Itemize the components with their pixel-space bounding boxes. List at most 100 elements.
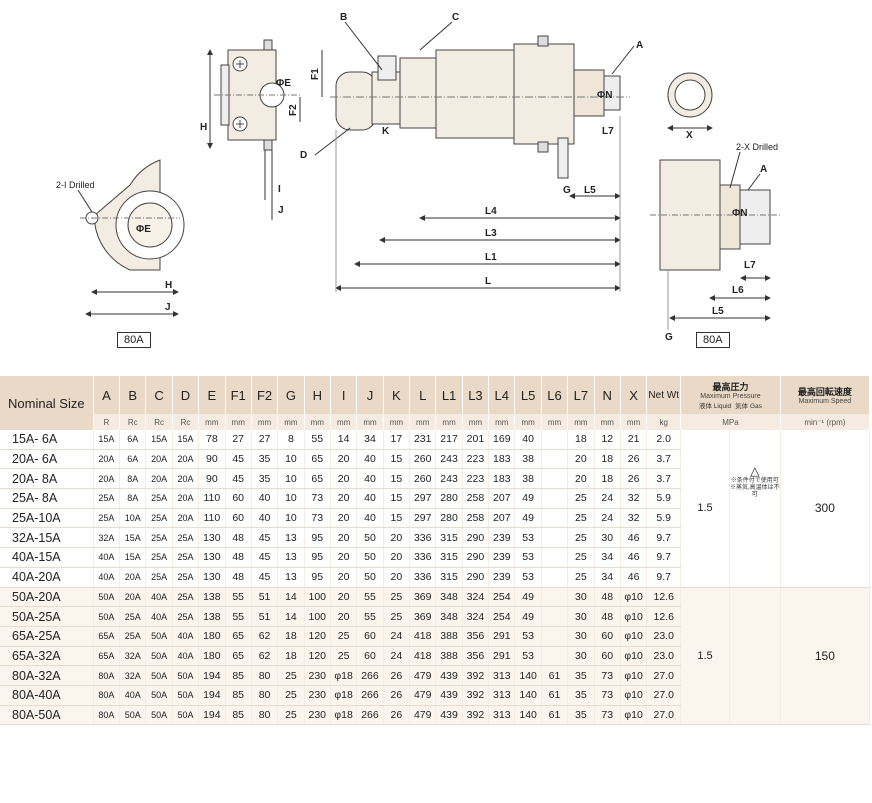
cell-x: 26 — [620, 468, 648, 490]
cell-n: 18 — [594, 449, 621, 470]
pressure-en: Maximum Pressure — [700, 393, 761, 400]
cell-l7: 35 — [567, 705, 595, 726]
label-e-flange: ΦE — [136, 224, 151, 235]
cell-f1: 65 — [225, 646, 252, 667]
unit-col-l4: mm — [488, 414, 516, 430]
cell-f2: 45 — [251, 547, 279, 568]
size-label-right: 80A — [696, 332, 730, 348]
cell-l7: 20 — [567, 468, 595, 490]
unit-col-e: mm — [198, 414, 226, 430]
cell-l4: 183 — [488, 449, 516, 470]
cell-f2: 40 — [251, 508, 279, 529]
cell-j: 50 — [356, 567, 384, 588]
header-col-k: K — [383, 376, 411, 414]
cell-c: 50A — [145, 685, 173, 706]
cell-e: 78 — [198, 430, 226, 450]
cell-d: 40A — [172, 626, 200, 647]
cell-k: 24 — [383, 626, 411, 647]
cell-x: φ10 — [620, 587, 648, 608]
cell-l5: 49 — [514, 488, 542, 509]
cell-c: 25A — [145, 488, 173, 509]
unit-col-k: mm — [383, 414, 411, 430]
cell-d: 50A — [172, 665, 200, 686]
cell-n: 48 — [594, 587, 621, 608]
cell-net-wt: 9.7 — [646, 547, 682, 568]
cell-l3: 356 — [462, 626, 490, 647]
cell-k: 15 — [383, 468, 411, 490]
cell-l6 — [541, 508, 569, 529]
header-col-b: B — [119, 376, 147, 414]
cell-f1: 45 — [225, 449, 252, 470]
cell-x: φ10 — [620, 626, 648, 647]
cell-l6 — [541, 527, 569, 549]
cell-x: φ10 — [620, 665, 648, 686]
unit-col-l6: mm — [541, 414, 569, 430]
main-front-view: ΦN B C A D K F1 F2 L7 G L5 L4 L3 L1 L — [288, 12, 643, 292]
cell-l3: 223 — [462, 468, 490, 490]
cell-l4: 313 — [488, 705, 516, 726]
cell-e: 90 — [198, 468, 226, 490]
cell-l1: 280 — [435, 488, 463, 509]
cell-l1: 315 — [435, 527, 463, 549]
cell-l6 — [541, 646, 569, 667]
cell-nominal-size: 65A-32A — [0, 646, 94, 667]
cell-l1: 217 — [435, 430, 463, 450]
cell-f2: 35 — [251, 468, 279, 490]
cell-d: 40A — [172, 646, 200, 667]
cell-c: 50A — [145, 646, 173, 667]
cell-g: 10 — [277, 468, 305, 490]
header-col-d: D — [172, 376, 200, 414]
cell-d: 20A — [172, 488, 200, 509]
cell-d: 20A — [172, 449, 200, 470]
cell-l1: 439 — [435, 685, 463, 706]
cell-b: 8A — [119, 468, 147, 490]
cell-l: 297 — [409, 488, 437, 509]
label-l5-main: L5 — [584, 185, 596, 196]
cell-l4: 291 — [488, 646, 516, 667]
cell-l4: 183 — [488, 468, 516, 490]
cell-f1: 85 — [225, 705, 252, 726]
cell-l6 — [541, 606, 569, 627]
header-col-l4: L4 — [488, 376, 516, 414]
cell-d: 25A — [172, 547, 200, 568]
cell-net-wt: 12.6 — [646, 606, 682, 627]
cell-l7: 25 — [567, 488, 595, 509]
cell-l5: 53 — [514, 626, 542, 647]
gas-note: ※条件付で使用可 ※蒸気,高温体は不可 — [729, 478, 780, 498]
cell-nominal-size: 50A-25A — [0, 606, 94, 627]
cell-l4: 207 — [488, 488, 516, 509]
cell-l6: 61 — [541, 705, 569, 726]
cell-n: 48 — [594, 606, 621, 627]
cell-l: 260 — [409, 468, 437, 490]
cell-g: 25 — [277, 685, 305, 706]
cell-nominal-size: 20A- 6A — [0, 449, 94, 470]
unit-col-c: Rc — [145, 414, 173, 430]
cell-e: 180 — [198, 646, 226, 667]
cell-l: 336 — [409, 527, 437, 549]
cell-e: 194 — [198, 705, 226, 726]
cell-nominal-size: 65A-25A — [0, 626, 94, 647]
cell-nominal-size: 15A- 6A — [0, 430, 94, 450]
label-g-main: G — [563, 185, 571, 196]
cell-l3: 290 — [462, 567, 490, 588]
cell-a: 80A — [93, 685, 121, 706]
cell-f2: 80 — [251, 685, 279, 706]
cell-l1: 315 — [435, 547, 463, 568]
cell-e: 130 — [198, 547, 226, 568]
cell-x: φ10 — [620, 685, 648, 706]
cell-l7: 25 — [567, 547, 595, 568]
cell-n: 34 — [594, 567, 621, 588]
cell-a: 50A — [93, 606, 121, 627]
cell-b: 6A — [119, 449, 147, 470]
label-2x-drilled: 2-X Drilled — [736, 142, 778, 152]
cell-nominal-size: 32A-15A — [0, 527, 94, 549]
cell-f1: 55 — [225, 606, 252, 627]
cell-c: 40A — [145, 587, 173, 608]
cell-n: 18 — [594, 468, 621, 490]
cell-f1: 48 — [225, 567, 252, 588]
label-l5-right: L5 — [712, 306, 724, 317]
cell-f1: 60 — [225, 488, 252, 509]
cell-l4: 239 — [488, 527, 516, 549]
